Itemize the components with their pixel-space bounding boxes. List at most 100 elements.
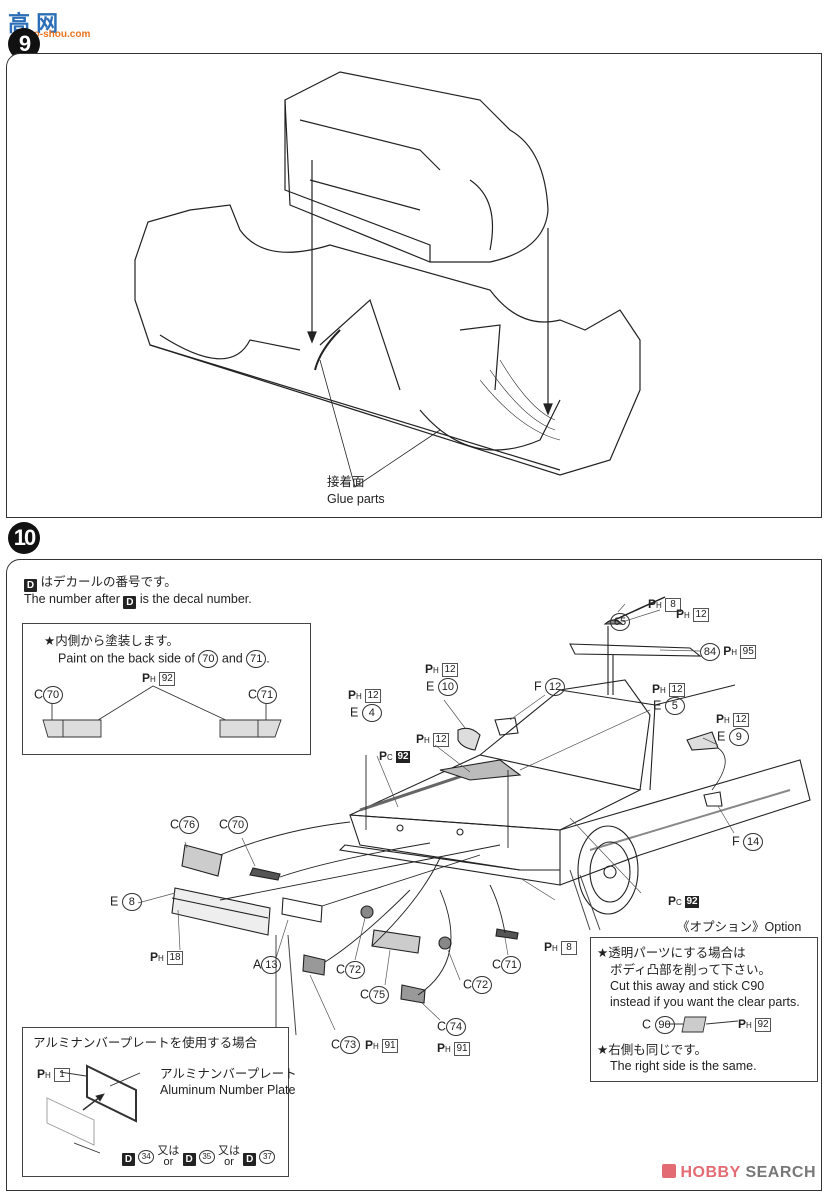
plate-paint: PH 1 — [37, 1066, 70, 1084]
or-en: or — [163, 1156, 174, 1168]
part-number: 71 — [246, 650, 267, 668]
part-letter: C — [336, 962, 346, 977]
part-number: 70 — [228, 816, 249, 834]
paint-code: 8 — [561, 940, 577, 955]
paint-icon: PH — [37, 1067, 51, 1081]
paint-inset-code: PH 92 — [142, 670, 176, 688]
paint-code: 12 — [733, 712, 749, 727]
decal-number: 37 — [259, 1150, 276, 1164]
part-letter: E — [653, 698, 662, 713]
paint-code: 12 — [693, 607, 709, 622]
option-line1: ★透明パーツにする場合は — [597, 946, 746, 960]
paint-icon: PC — [668, 894, 682, 908]
part-number: 73 — [340, 1036, 361, 1054]
part-letter: E — [350, 705, 359, 720]
paint-icon: PC — [379, 749, 393, 763]
paint-code: 95 — [740, 645, 757, 659]
callout-pc92-right: PC 92 — [668, 893, 699, 911]
part-letter: C — [463, 977, 473, 992]
paint-code: 12 — [442, 662, 458, 677]
part-number: 76 — [179, 816, 200, 834]
or-jp: 又は — [218, 1145, 241, 1157]
paint-code: 92 — [396, 750, 410, 763]
body-shell — [134, 204, 641, 476]
paint-icon: PH — [142, 671, 156, 685]
hobby-search-watermark: HOBBY SEARCH — [661, 1164, 816, 1182]
paint-code: 12 — [433, 732, 449, 747]
part-number: 72 — [345, 961, 366, 979]
grille-e8 — [171, 887, 271, 936]
part-letter: F — [534, 679, 542, 694]
paint-icon: PH — [425, 662, 439, 676]
paint-code: 92 — [159, 671, 176, 686]
part-number: 14 — [743, 833, 764, 851]
glue-label-en: Glue parts — [327, 492, 385, 506]
paint-icon: PH — [437, 1041, 451, 1055]
callout-e5-paint: PH 12 — [652, 681, 685, 699]
interior-tub — [284, 71, 549, 263]
paint-code: 91 — [454, 1041, 470, 1056]
part-number: 75 — [369, 986, 390, 1004]
roof-spoiler — [569, 643, 702, 657]
callout-e8-paint: PH 18 — [150, 949, 183, 967]
part-letter: C — [248, 687, 258, 702]
part-letter: A — [253, 957, 262, 972]
part-c73 — [302, 954, 326, 976]
front-wheel — [577, 825, 639, 915]
part-letter: E — [426, 679, 435, 694]
callout-e4: E 4 — [350, 704, 382, 722]
option-inset — [590, 937, 818, 1082]
callout-pc92-left: PC 92 — [379, 748, 410, 766]
part-letter: C — [219, 817, 229, 832]
part-c72a — [360, 905, 374, 919]
paint-code: 1 — [54, 1067, 70, 1082]
part-number: 10 — [437, 678, 458, 696]
part-letter: E — [110, 894, 119, 909]
callout-e5: E 5 — [653, 697, 685, 715]
callout-e9-paint: PH 12 — [716, 711, 749, 729]
option-line5: ★右側も同じです。 — [597, 1043, 707, 1057]
part-number: 72 — [472, 976, 493, 994]
paint-inset-en: Paint on the back side of 70 and 71. — [58, 650, 270, 668]
windshield — [479, 679, 651, 791]
part-letter: C — [437, 1019, 447, 1034]
callout-hood-paint: PH 12 — [416, 731, 449, 749]
part-letter: E — [717, 729, 726, 744]
callout-e10-paint: PH 12 — [425, 661, 458, 679]
paint-inset-en-pre: Paint on the back side of — [58, 651, 195, 666]
part-number: 71 — [257, 686, 278, 704]
part-number: 70 — [198, 650, 219, 668]
paint-icon: PH — [648, 597, 662, 611]
step-9-diagram — [134, 71, 641, 488]
or-en: or — [224, 1156, 234, 1168]
paint-icon: PH — [676, 607, 690, 621]
step-9-panel — [6, 53, 822, 518]
decal-note-jp-text: はデカールの番号です。 — [40, 575, 177, 589]
part-c71 — [495, 928, 519, 940]
hobby-search-left: HOBBY — [680, 1164, 741, 1181]
paint-code: 8 — [665, 597, 681, 612]
paint-code: 12 — [365, 688, 381, 703]
callout-ant-paint-top: PH 8 — [648, 596, 681, 614]
paint-code: 18 — [167, 950, 183, 965]
decal-number: 34 — [138, 1150, 155, 1164]
paint-code: 91 — [382, 1038, 398, 1053]
paint-icon: PH — [716, 712, 730, 726]
part-letter: C — [170, 817, 180, 832]
paint-icon: PH — [348, 688, 362, 702]
part-number: 84 — [700, 643, 720, 661]
plate-a13 — [281, 897, 323, 923]
part-letter: C — [492, 957, 502, 972]
callout-f12: F 12 — [534, 678, 566, 696]
plate-inset — [22, 1027, 289, 1177]
part-number: 8 — [121, 893, 142, 911]
